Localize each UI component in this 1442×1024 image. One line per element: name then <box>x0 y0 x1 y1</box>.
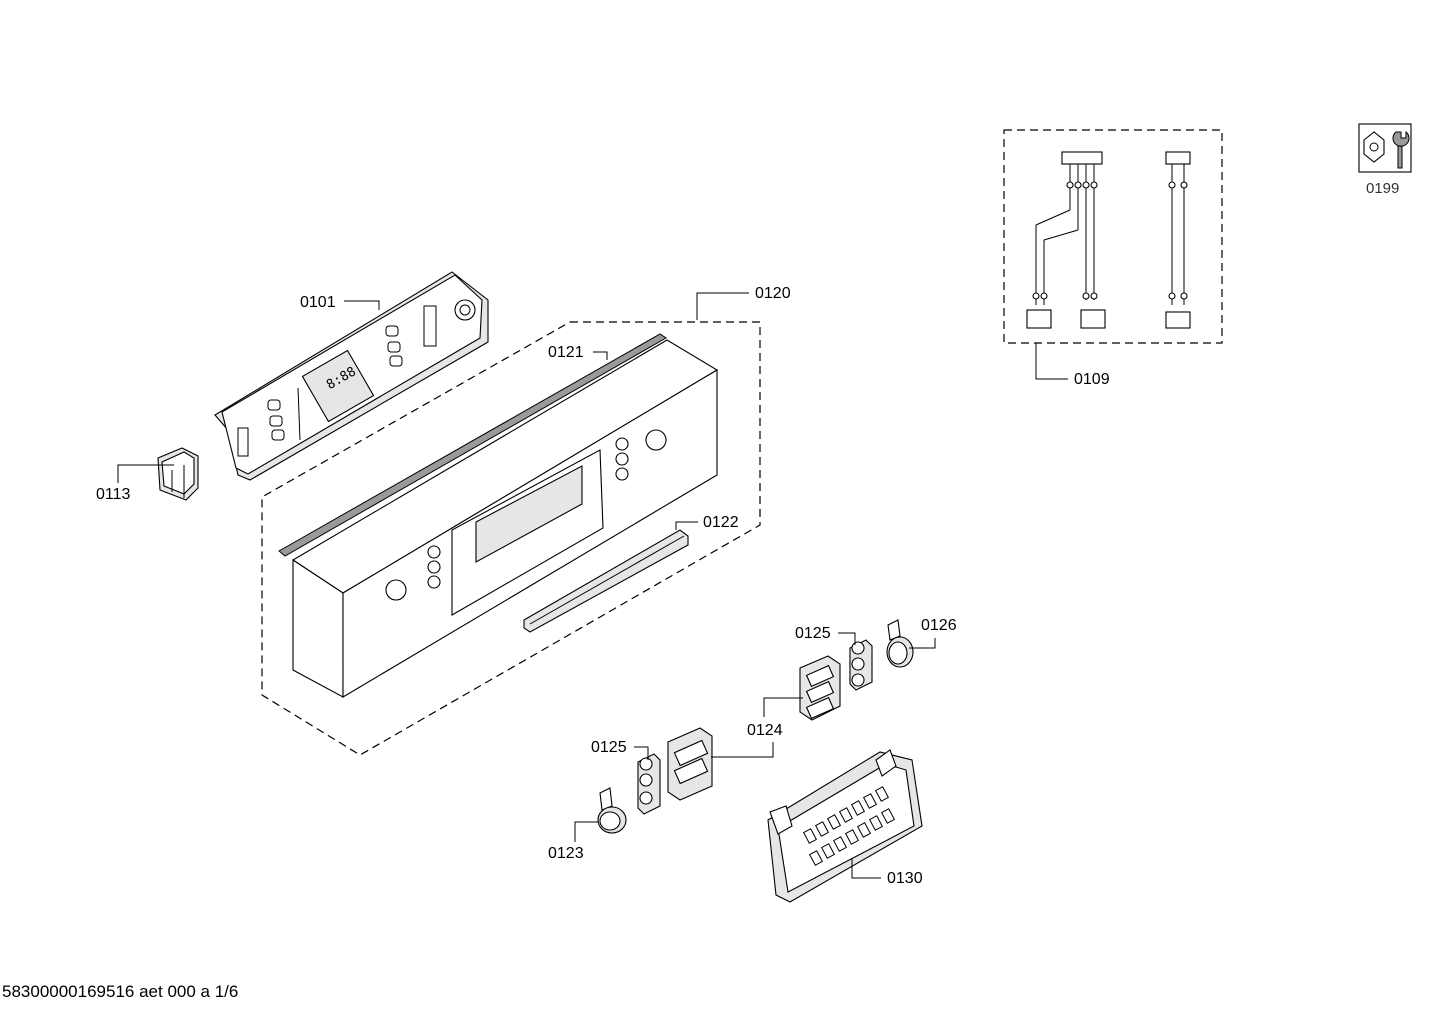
callout-0113[interactable]: 0113 <box>96 486 131 503</box>
part-0101-control-module[interactable]: 8:88 <box>214 271 489 481</box>
callout-0125-upper[interactable]: 0125 <box>795 625 831 642</box>
callout-0126[interactable]: 0126 <box>921 617 957 634</box>
callout-0125-lower[interactable]: 0125 <box>591 739 627 756</box>
callout-0124[interactable]: 0124 <box>747 722 783 739</box>
part-0120-control-panel[interactable] <box>291 339 719 698</box>
callout-0199[interactable]: 0199 <box>1366 180 1400 197</box>
part-0125-buttons-lower[interactable] <box>637 753 661 815</box>
part-0113-connector[interactable] <box>157 447 199 501</box>
part-0122-handle-bar[interactable] <box>523 529 689 633</box>
part-0109-wiring-harness[interactable] <box>1026 151 1191 329</box>
part-0130-bracket[interactable] <box>767 749 923 903</box>
leader-lines <box>117 292 1068 879</box>
callout-0130[interactable]: 0130 <box>887 870 923 887</box>
document-footer-id: 58300000169516 aet 000 a 1/6 <box>2 982 239 1001</box>
callout-0121[interactable]: 0121 <box>548 344 584 361</box>
part-0199-service-icon[interactable] <box>1358 123 1412 173</box>
callout-0122[interactable]: 0122 <box>703 514 739 531</box>
part-0124-switch-upper[interactable] <box>799 655 841 721</box>
part-0124-switch-lower[interactable] <box>667 727 713 801</box>
assembly-outline-0120 <box>261 321 761 756</box>
part-0126-knob[interactable] <box>886 619 914 668</box>
callout-0120[interactable]: 0120 <box>755 285 791 302</box>
part-0125-buttons-upper[interactable] <box>849 639 873 691</box>
callout-0123[interactable]: 0123 <box>548 845 584 862</box>
part-0123-knob[interactable] <box>597 787 627 834</box>
box-0109 <box>1003 129 1223 344</box>
part-0121-trim-strip[interactable] <box>278 333 667 557</box>
callout-0101[interactable]: 0101 <box>300 294 336 311</box>
callout-0109[interactable]: 0109 <box>1074 371 1110 388</box>
